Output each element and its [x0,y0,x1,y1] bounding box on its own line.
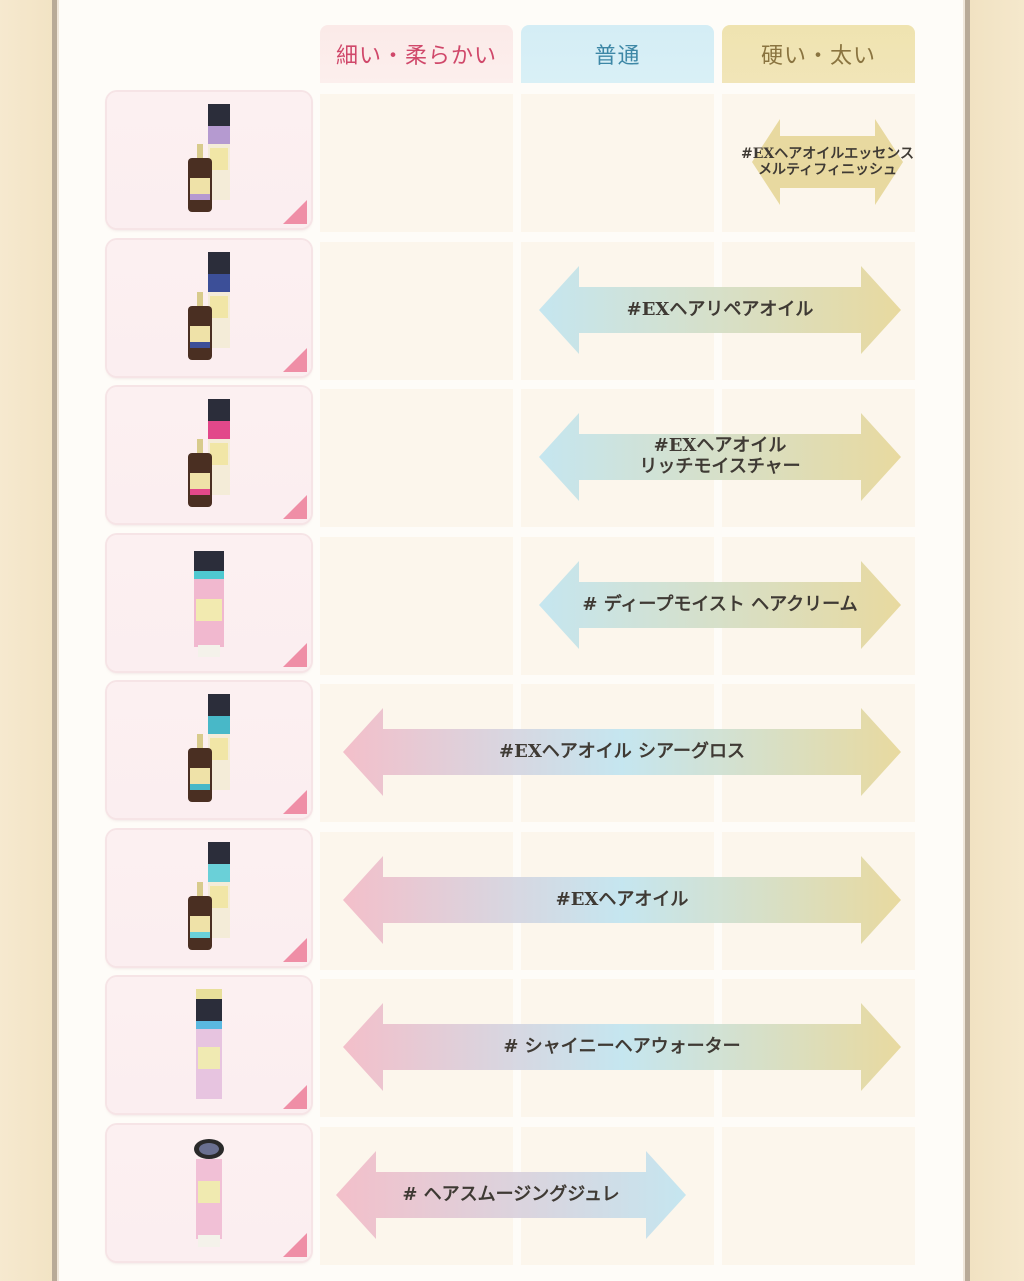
hair-type-range-arrow: # ディープモイスト ヘアクリーム [539,561,901,649]
card-corner-accent [283,938,307,962]
product-image-card[interactable] [107,387,311,523]
grid-cell [320,242,513,380]
product-image-card[interactable] [107,240,311,376]
product-image-card[interactable] [107,1125,311,1261]
product-jar-icon [194,1139,224,1247]
product-name-label: # ディープモイスト ヘアクリーム [582,593,858,616]
hair-type-range-arrow: #EXヘアリペアオイル [539,266,901,354]
column-header-label: 硬い・太い [760,44,876,69]
grid-cell [320,389,513,527]
column-header-normal: 普通 [521,25,714,83]
grid-cell [320,94,513,232]
product-bottle-icon [188,104,230,212]
product-name-label: # ヘアスムージングジュレ [402,1183,620,1206]
hair-type-range-arrow: #EXヘアオイル [343,856,901,944]
grid-cell [722,1127,915,1265]
product-name-line1: #EXヘアオイルエッセンス [741,145,914,162]
product-name-label: #EXヘアオイル [555,888,689,911]
double-arrow-icon [539,266,901,354]
grid-cell [320,537,513,675]
product-name-line1: # ディープモイスト ヘアクリーム [582,593,858,615]
column-header-hard-thick: 硬い・太い [722,25,915,83]
column-header-label: 普通 [594,44,641,69]
product-name-line1: #EXヘアオイル シアーグロス [499,740,745,762]
card-corner-accent [283,1233,307,1257]
right-margin-background [970,0,1024,1281]
product-name-line1: #EXヘアオイル [555,888,689,910]
product-name-line1: # ヘアスムージングジュレ [402,1183,620,1205]
card-corner-accent [283,1085,307,1109]
product-bottle-icon [188,399,230,507]
double-arrow-icon [343,1003,901,1091]
double-arrow-icon [336,1151,686,1239]
double-arrow-icon [343,856,901,944]
product-name-line1: #EXヘアリペアオイル [626,298,814,320]
double-arrow-icon [752,119,903,205]
hair-type-range-arrow: #EXヘアオイルエッセンス メルティフィニッシュ [741,119,914,205]
product-name-label: #EXヘアオイル リッチモイスチャー [639,436,800,477]
product-tube-icon [194,551,224,657]
product-image-card[interactable] [107,92,311,228]
card-corner-accent [283,348,307,372]
product-name-label: #EXヘアオイルエッセンス メルティフィニッシュ [741,146,914,178]
card-corner-accent [283,790,307,814]
product-name-line2: メルティフィニッシュ [758,162,897,178]
hair-type-range-arrow: # シャイニーヘアウォーター [343,1003,901,1091]
product-name-label: # シャイニーヘアウォーター [503,1035,741,1058]
card-corner-accent [283,200,307,224]
product-name-label: #EXヘアリペアオイル [626,298,814,321]
product-image-card[interactable] [107,977,311,1113]
product-name-line1: #EXヘアオイル [653,435,787,457]
hair-type-range-arrow: #EXヘアオイル リッチモイスチャー [539,413,901,501]
product-image-card[interactable] [107,682,311,818]
product-image-card[interactable] [107,830,311,966]
product-spray-icon [196,989,222,1099]
product-bottle-icon [188,252,230,360]
double-arrow-icon [343,708,901,796]
product-bottle-icon [188,694,230,802]
product-bottle-icon [188,842,230,950]
hair-type-range-arrow: #EXヘアオイル シアーグロス [343,708,901,796]
hair-type-range-arrow: # ヘアスムージングジュレ [336,1151,686,1239]
double-arrow-icon [539,413,901,501]
product-name-line1: # シャイニーヘアウォーター [503,1035,741,1057]
product-name-label: #EXヘアオイル シアーグロス [499,740,745,763]
card-corner-accent [283,495,307,519]
left-margin-background [0,0,52,1281]
product-image-card[interactable] [107,535,311,671]
product-name-line2: リッチモイスチャー [639,456,801,477]
card-corner-accent [283,643,307,667]
grid-cell [521,94,714,232]
double-arrow-icon [539,561,901,649]
column-header-fine-soft: 細い・柔らかい [320,25,513,83]
column-header-label: 細い・柔らかい [335,44,497,69]
